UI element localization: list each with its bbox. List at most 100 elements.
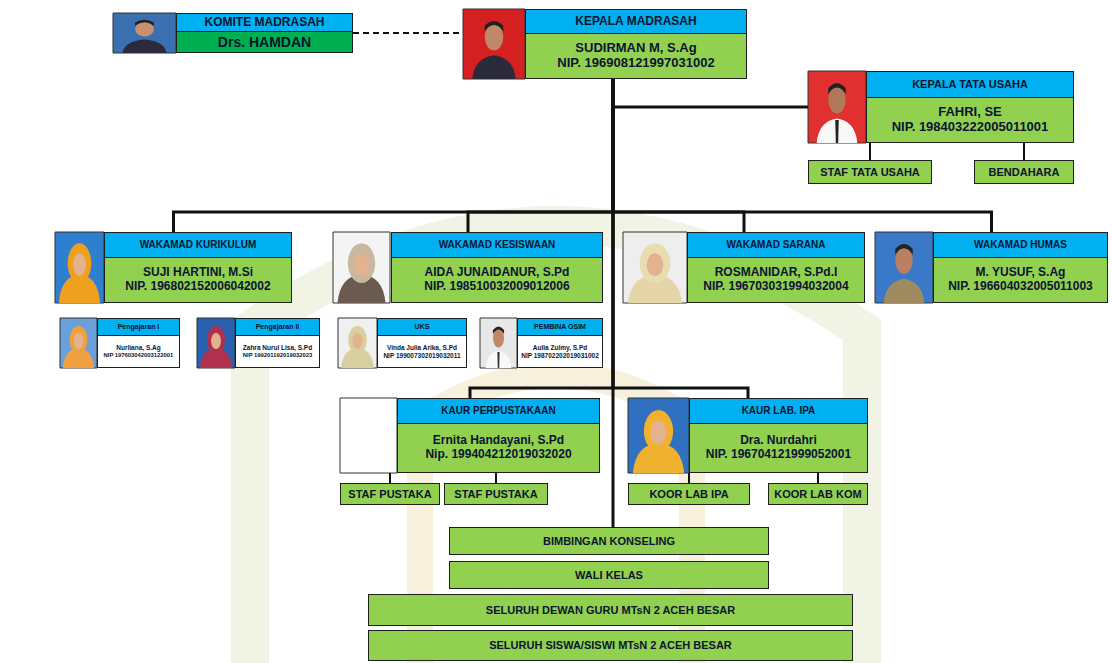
position-box: PEMBINA OSIM Aulia Zulmy, S.PdNIP 1987022… bbox=[480, 318, 603, 368]
box-frame: STAF PUSTAKA bbox=[340, 483, 440, 505]
box-heading: SELURUH DEWAN GURU MTsN 2 ACEH BESAR bbox=[486, 604, 735, 617]
box-heading: UKS bbox=[415, 323, 430, 331]
box-body: Zahra Nurul Lisa, S.PdNIP 19920119201903… bbox=[236, 336, 319, 367]
unit-box: WALI KELAS bbox=[449, 561, 769, 589]
box-header: KAUR PERPUSTAKAAN bbox=[398, 399, 599, 424]
box-frame: SELURUH SISWA/SISWI MTsN 2 ACEH BESAR bbox=[368, 630, 853, 661]
box-body: Drs. HAMDAN bbox=[177, 32, 352, 52]
box-heading: KEPALA MADRASAH bbox=[575, 15, 696, 29]
person-name: SUDIRMAN M, S.Ag bbox=[575, 41, 696, 56]
connector-line bbox=[612, 79, 615, 527]
box-frame: UKS Vinda Julia Arika, S.PdNIP 1990073020… bbox=[377, 318, 467, 368]
box-body: STAF PUSTAKA bbox=[445, 484, 547, 504]
position-box: Pengajaran I Nurliana, S.AgNIP 1976030420… bbox=[60, 318, 180, 368]
box-heading: SELURUH SISWA/SISWI MTsN 2 ACEH BESAR bbox=[489, 639, 732, 652]
person-name: FAHRI, SE bbox=[938, 105, 1002, 120]
connector-line bbox=[869, 143, 871, 160]
box-body: M. YUSUF, S.AgNIP. 196604032005011003 bbox=[934, 258, 1107, 302]
position-box: WAKAMAD KESISWAAN AIDA JUNAIDANUR, S.PdNI… bbox=[333, 232, 603, 303]
position-box: KOMITE MADRASAHDrs. HAMDAN bbox=[113, 13, 353, 53]
unit-box: SELURUH SISWA/SISWI MTsN 2 ACEH BESAR bbox=[368, 630, 853, 661]
id-number: NIP. 198403222005011001 bbox=[892, 120, 1049, 135]
box-heading: Pengajaran I bbox=[118, 323, 160, 331]
unit-box: KOOR LAB IPA bbox=[628, 483, 750, 505]
position-box: KAUR PERPUSTAKAANErnita Handayani, S.PdN… bbox=[340, 398, 600, 473]
connector-line bbox=[353, 32, 463, 34]
unit-box: BIMBINGAN KONSELING bbox=[449, 527, 769, 555]
box-heading: WAKAMAD KESISWAAN bbox=[439, 239, 556, 251]
box-body: BIMBINGAN KONSELING bbox=[450, 528, 768, 554]
box-frame: KAUR LAB. IPADra. NurdahriNIP. 196704121… bbox=[689, 398, 868, 473]
connector-line bbox=[468, 79, 613, 232]
box-body: BENDAHARA bbox=[975, 161, 1073, 183]
connector-line bbox=[817, 473, 819, 483]
id-number: NIP. 196802152006042002 bbox=[125, 280, 270, 294]
box-body: Vinda Julia Arika, S.PdNIP 1990073020190… bbox=[378, 336, 466, 367]
box-heading: WAKAMAD HUMAS bbox=[974, 239, 1067, 251]
portrait-photo bbox=[808, 71, 866, 143]
box-heading: WAKAMAD KURIKULUM bbox=[140, 239, 257, 251]
id-number: NIP. 196703031994032004 bbox=[703, 280, 848, 294]
portrait-photo bbox=[55, 232, 104, 303]
portrait-photo bbox=[197, 318, 235, 368]
box-header: UKS bbox=[378, 319, 466, 336]
portrait-photo bbox=[333, 232, 390, 303]
portrait-photo bbox=[623, 232, 687, 303]
box-header: KAUR LAB. IPA bbox=[690, 399, 867, 424]
box-header: WAKAMAD KURIKULUM bbox=[105, 233, 291, 258]
portrait-photo bbox=[338, 318, 377, 368]
box-body: Ernita Handayani, S.PdNip. 1994042120190… bbox=[398, 424, 599, 472]
box-frame: Pengajaran IIZahra Nurul Lisa, S.PdNIP 1… bbox=[235, 318, 320, 368]
id-number: NIP 197603042003122001 bbox=[104, 352, 174, 359]
box-frame: BENDAHARA bbox=[974, 160, 1074, 184]
connector-line bbox=[174, 79, 614, 232]
id-number: NIP. 198510032009012006 bbox=[424, 280, 569, 294]
unit-box: SELURUH DEWAN GURU MTsN 2 ACEH BESAR bbox=[368, 594, 853, 626]
box-frame: WAKAMAD KESISWAAN AIDA JUNAIDANUR, S.PdNI… bbox=[391, 232, 603, 303]
box-frame: KOOR LAB KOM bbox=[768, 483, 868, 505]
box-heading: BENDAHARA bbox=[989, 166, 1060, 179]
portrait-photo bbox=[113, 13, 176, 53]
box-header: Pengajaran II bbox=[236, 319, 319, 336]
box-heading: STAF PUSTAKA bbox=[348, 488, 431, 501]
box-frame: STAF PUSTAKA bbox=[444, 483, 548, 505]
id-number: NIP. 196908121997031002 bbox=[557, 56, 714, 71]
connector-line bbox=[495, 473, 497, 483]
box-heading: WAKAMAD SARANA bbox=[727, 239, 826, 251]
connector-line bbox=[613, 79, 808, 107]
box-frame: WAKAMAD KURIKULUMSUJI HARTINI, M.SiNIP. … bbox=[104, 232, 292, 303]
box-header: KEPALA MADRASAH bbox=[526, 10, 746, 34]
unit-box: KOOR LAB KOM bbox=[768, 483, 868, 505]
box-frame: WAKAMAD HUMAS M. YUSUF, S.AgNIP. 19660403… bbox=[933, 232, 1108, 303]
box-heading: PEMBINA OSIM bbox=[534, 323, 586, 331]
person-name: Nurliana, S.Ag bbox=[116, 344, 160, 351]
box-frame: KOMITE MADRASAHDrs. HAMDAN bbox=[176, 13, 353, 53]
box-body: FAHRI, SENIP. 198403222005011001 bbox=[867, 98, 1073, 142]
box-heading: KOOR LAB KOM bbox=[774, 488, 861, 501]
connector-line bbox=[688, 473, 690, 483]
unit-box: STAF PUSTAKA bbox=[340, 483, 440, 505]
id-number: NIP. 196604032005011003 bbox=[948, 280, 1093, 294]
id-number: Nip. 199404212019032020 bbox=[425, 448, 571, 462]
box-frame: WALI KELAS bbox=[449, 561, 769, 589]
person-name: Aulia Zulmy, S.Pd bbox=[533, 344, 587, 351]
portrait-photo bbox=[60, 318, 97, 368]
box-header: WAKAMAD SARANA bbox=[688, 233, 864, 258]
person-name: Ernita Handayani, S.Pd bbox=[433, 434, 564, 448]
box-body: Nurliana, S.AgNIP 197603042003122001 bbox=[98, 336, 179, 367]
box-body: KOOR LAB KOM bbox=[769, 484, 867, 504]
box-header: WAKAMAD HUMAS bbox=[934, 233, 1107, 258]
box-body: Aulia Zulmy, S.PdNIP 198702202019031002 bbox=[518, 336, 602, 367]
box-frame: KEPALA MADRASAH SUDIRMAN M, S.AgNIP. 1969… bbox=[525, 9, 747, 79]
box-frame: STAF TATA USAHA bbox=[808, 160, 932, 184]
unit-box: BENDAHARA bbox=[974, 160, 1074, 184]
person-name: AIDA JUNAIDANUR, S.Pd bbox=[425, 266, 570, 280]
position-box: KEPALA TATA USAHAFAHRI, SENIP. 198403222… bbox=[808, 71, 1074, 143]
box-header: PEMBINA OSIM bbox=[518, 319, 602, 336]
box-frame: KAUR PERPUSTAKAANErnita Handayani, S.PdN… bbox=[397, 398, 600, 473]
position-box: UKS Vinda Julia Arika, S.PdNIP 1990073020… bbox=[338, 318, 467, 368]
connector-line bbox=[1023, 143, 1025, 160]
unit-box: STAF PUSTAKA bbox=[444, 483, 548, 505]
box-frame: SELURUH DEWAN GURU MTsN 2 ACEH BESAR bbox=[368, 594, 853, 626]
